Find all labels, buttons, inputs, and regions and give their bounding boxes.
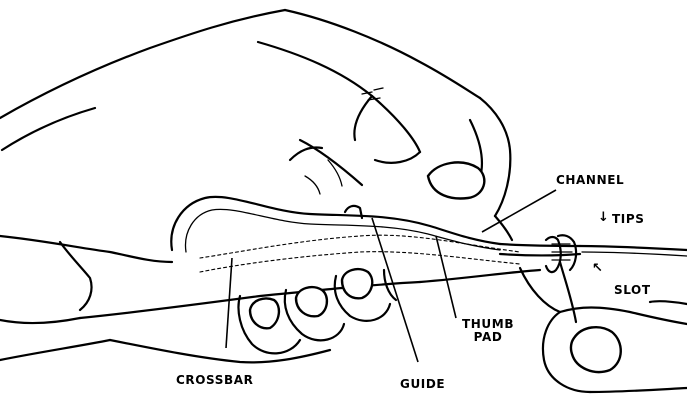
arrow-down-icon: ↓ xyxy=(598,211,609,224)
slot-label: SLOT xyxy=(614,284,651,297)
thumb-pad-label: THUMB PAD xyxy=(462,318,514,344)
thumb-pad-leader xyxy=(436,236,456,318)
tips-label: TIPS xyxy=(612,213,645,226)
channel-label: CHANNEL xyxy=(556,174,624,187)
guide-label: GUIDE xyxy=(400,378,445,391)
tool-body xyxy=(171,197,687,272)
lower-hand xyxy=(0,236,540,362)
crossbar-leader xyxy=(226,258,232,348)
crossbar-label: CROSSBAR xyxy=(176,374,253,387)
upper-hand xyxy=(0,10,512,240)
arrow-up-left-icon: ↖ xyxy=(592,262,603,275)
guide-leader xyxy=(372,218,418,362)
channel-leader xyxy=(482,190,556,232)
right-hand xyxy=(520,262,687,392)
thumb-pad-label-line2: PAD xyxy=(462,331,514,344)
